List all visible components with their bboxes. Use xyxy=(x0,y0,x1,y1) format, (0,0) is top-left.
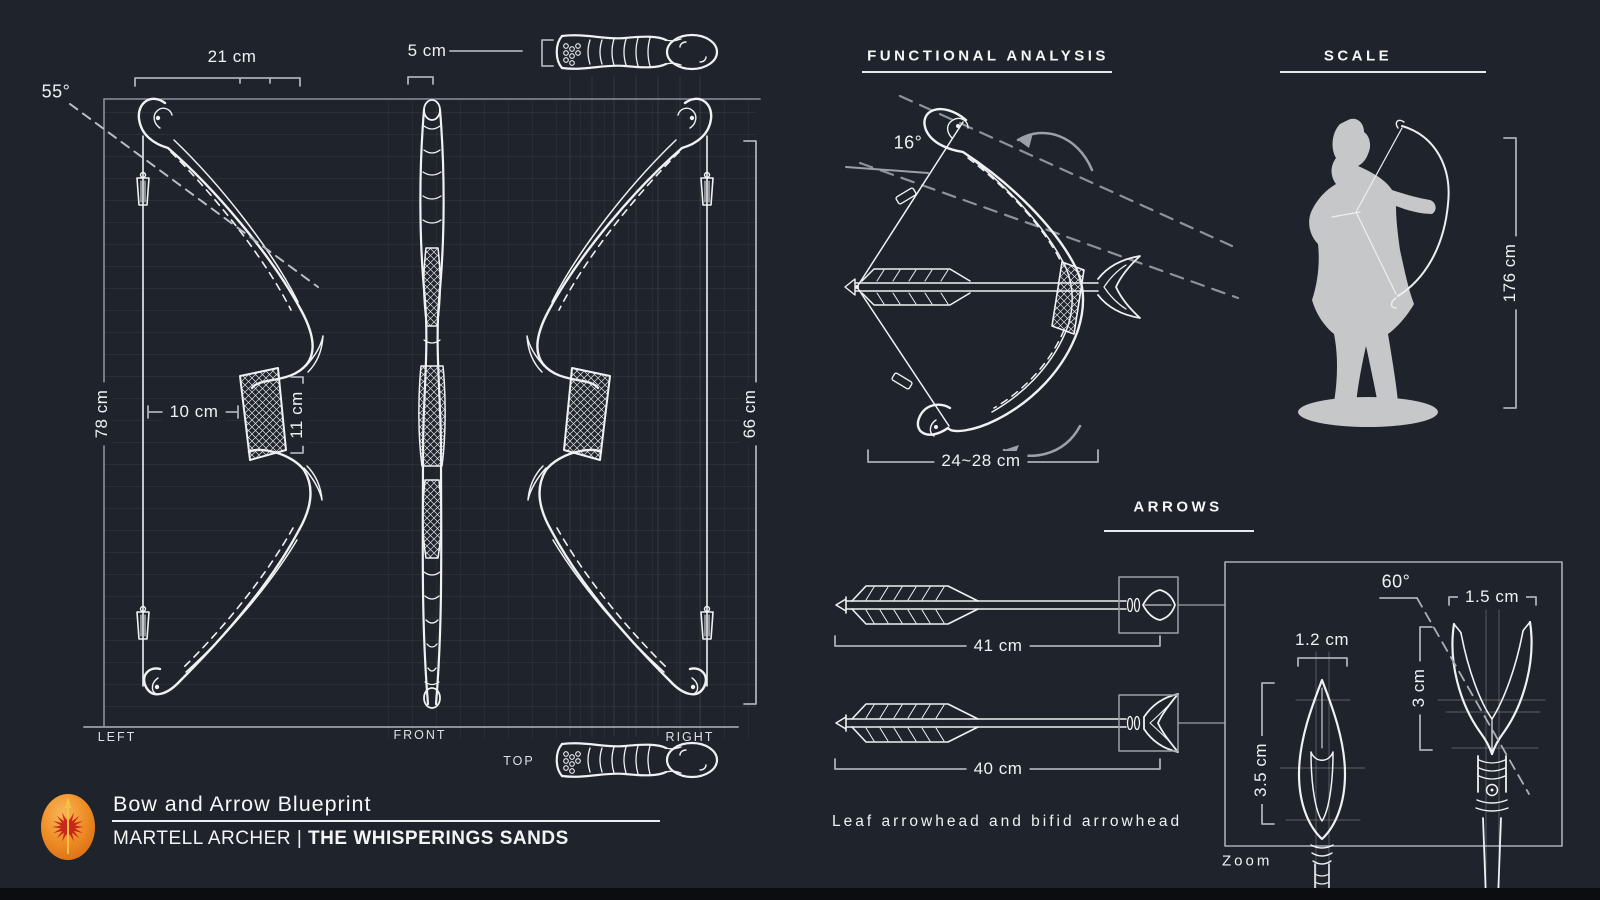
dim-draw-length: 24~28 cm xyxy=(934,451,1028,471)
arrow-leaf xyxy=(834,576,1226,647)
scale-underline xyxy=(1280,71,1486,73)
dim-grip-width: 5 cm xyxy=(407,41,447,60)
dim-fork-angle: 60° xyxy=(1381,571,1411,592)
spear-icon xyxy=(64,797,72,854)
arrowheads-caption: Leaf arrowhead and bifid arrowhead xyxy=(832,813,1183,830)
dim-leaf-height: 3.5 cm xyxy=(1251,735,1271,805)
dim-string-angle: 16° xyxy=(893,132,923,153)
dim-wrap-length: 11 cm xyxy=(287,384,307,446)
dim-string-length: 66 cm xyxy=(740,382,760,446)
functional-analysis-title: FUNCTIONAL ANALYSIS xyxy=(867,47,1109,65)
dim-arrow1-length: 41 cm xyxy=(966,636,1030,656)
subtitle-collection: THE WHISPERINGS SANDS xyxy=(308,828,569,849)
zoom-panel xyxy=(1224,561,1563,900)
subtitle-divider: | xyxy=(296,828,303,849)
subtitle: MARTELL ARCHER | THE WHISPERINGS SANDS xyxy=(113,828,569,850)
dim-fork-width: 1.5 cm xyxy=(1457,587,1527,607)
view-label-top: TOP xyxy=(503,754,535,768)
bow-front-view xyxy=(418,99,446,709)
scale-title: SCALE xyxy=(1323,47,1393,65)
dim-bow-length: 78 cm xyxy=(92,382,112,446)
dim-tip-angle: 55° xyxy=(41,81,71,102)
leaf-arrowhead-zoom xyxy=(1297,678,1347,900)
dim-archer-height: 176 cm xyxy=(1500,236,1520,310)
dim-arrow2-length: 40 cm xyxy=(966,759,1030,779)
dim-fork-depth: 3 cm xyxy=(1409,661,1429,715)
functional-analysis-underline xyxy=(862,71,1112,73)
arrow-bifid xyxy=(834,693,1226,770)
dim-bow-width: 21 cm xyxy=(207,47,257,66)
title-block: Bow and Arrow Blueprint xyxy=(113,792,371,817)
bow-right-view xyxy=(527,99,713,694)
arrows-underline xyxy=(1104,530,1254,532)
view-label-left: LEFT xyxy=(97,730,137,744)
arrows-title: ARROWS xyxy=(1133,498,1223,516)
zoom-panel-label: Zoom xyxy=(1222,852,1273,870)
martell-sun-spear-logo xyxy=(41,794,95,860)
scale-archer-silhouette xyxy=(1298,118,1517,427)
dim-grip-length: 10 cm xyxy=(162,402,226,422)
dim-leaf-width: 1.2 cm xyxy=(1294,630,1350,649)
dimension-brackets xyxy=(69,39,757,705)
page-title: Bow and Arrow Blueprint xyxy=(113,792,372,816)
subtitle-maker: MARTELL ARCHER xyxy=(113,828,292,849)
grip-bottom-view xyxy=(555,741,719,779)
view-label-right: RIGHT xyxy=(665,730,715,744)
view-label-front: FRONT xyxy=(393,728,447,742)
title-underline xyxy=(112,820,660,822)
grip-top-view xyxy=(555,33,719,71)
functional-analysis-drawing xyxy=(844,94,1240,463)
bifid-arrowhead-zoom xyxy=(1451,620,1533,900)
bottom-strip xyxy=(0,888,1600,900)
